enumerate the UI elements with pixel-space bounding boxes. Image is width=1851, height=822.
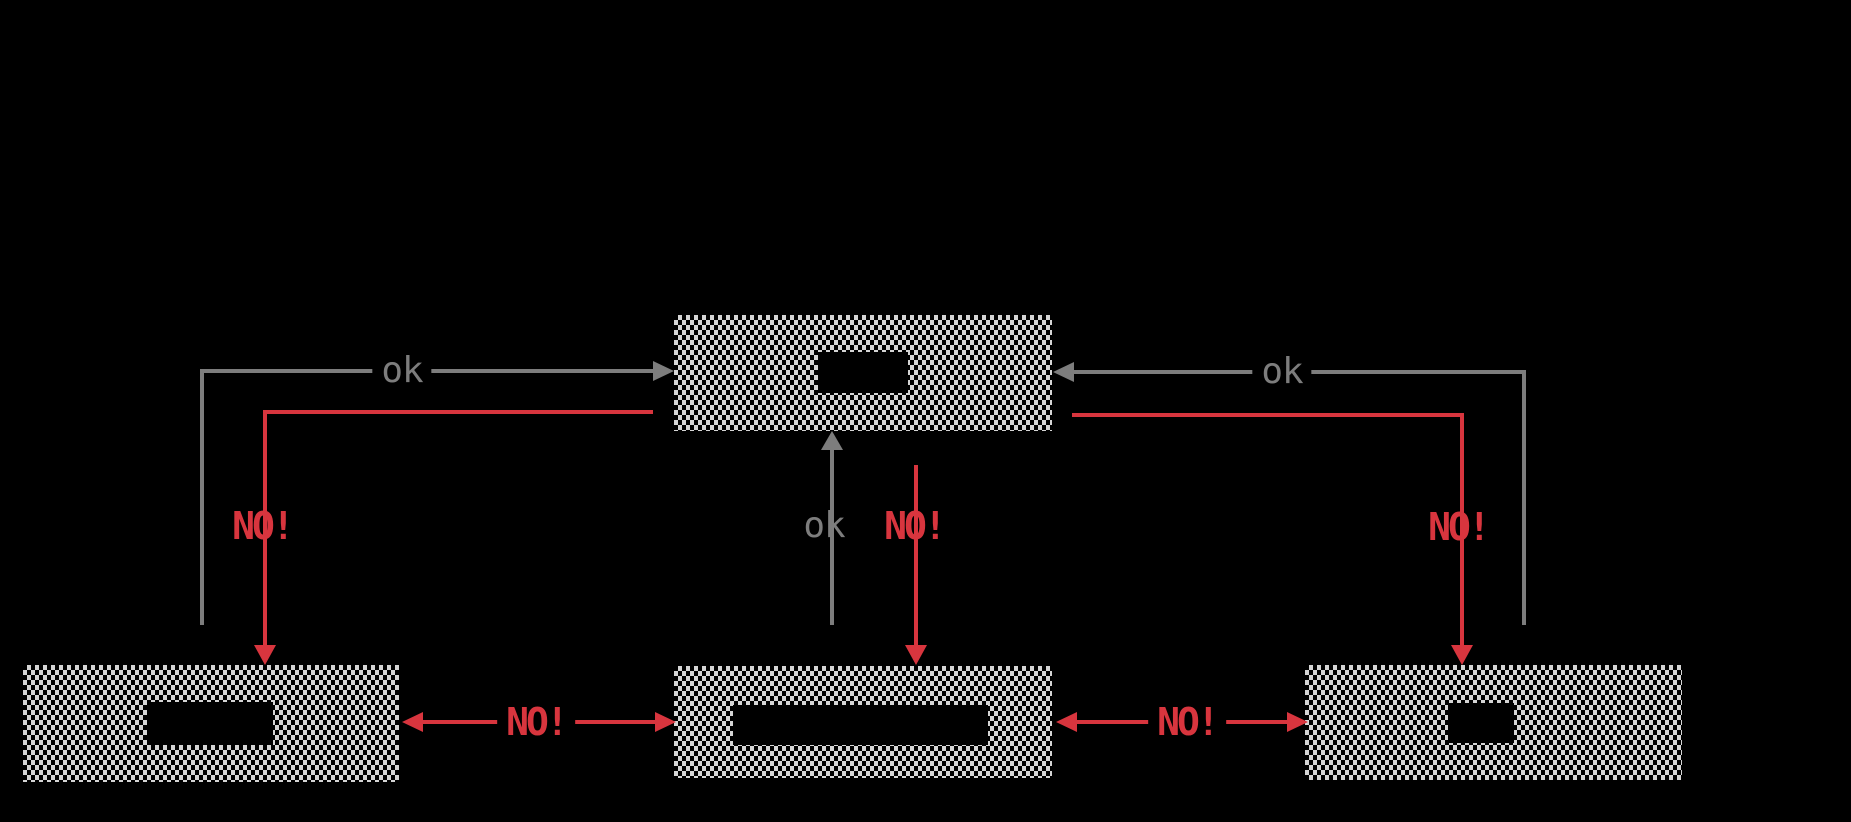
arrowhead-left-icon	[1056, 712, 1077, 732]
edge-ok-right-label: ok	[1252, 354, 1312, 390]
arrowhead-right-icon	[1287, 712, 1308, 732]
edge-no-right-line	[1072, 413, 1464, 417]
edge-no-bottomleft-label: NO!	[497, 703, 575, 741]
arrowhead-left-icon	[402, 712, 423, 732]
node-bottom-left-label	[147, 702, 273, 745]
edge-no-left-line	[263, 410, 653, 414]
node-top	[674, 315, 1052, 431]
edge-no-left-label: NO!	[232, 504, 295, 548]
edge-no-right-line	[1460, 413, 1464, 645]
node-bottom-left	[23, 665, 399, 782]
arrowhead-right-icon	[655, 712, 676, 732]
node-top-label	[818, 352, 908, 393]
arrowhead-down-icon	[1451, 645, 1473, 665]
arrowhead-down-icon	[905, 645, 927, 665]
edge-no-left-line	[263, 410, 267, 645]
edge-ok-center-line	[830, 450, 834, 625]
edge-no-center-label: NO!	[884, 504, 947, 548]
edge-ok-center-label: ok	[803, 505, 845, 546]
arrowhead-up-icon	[821, 431, 843, 450]
edge-no-bottomright-label: NO!	[1148, 703, 1226, 741]
arrowhead-down-icon	[254, 645, 276, 665]
node-bottom-right	[1305, 665, 1682, 780]
arrowhead-left-icon	[1053, 362, 1074, 382]
edge-ok-left-label: ok	[372, 353, 432, 389]
edge-ok-right-line	[1522, 370, 1526, 625]
edge-no-right-label: NO!	[1428, 505, 1491, 549]
node-bottom-center	[674, 666, 1052, 778]
node-bottom-center-label	[733, 705, 988, 745]
edge-no-center-line	[914, 465, 918, 645]
edge-ok-left-line	[200, 369, 204, 625]
arrowhead-right-icon	[653, 361, 674, 381]
node-bottom-right-label	[1448, 703, 1514, 743]
